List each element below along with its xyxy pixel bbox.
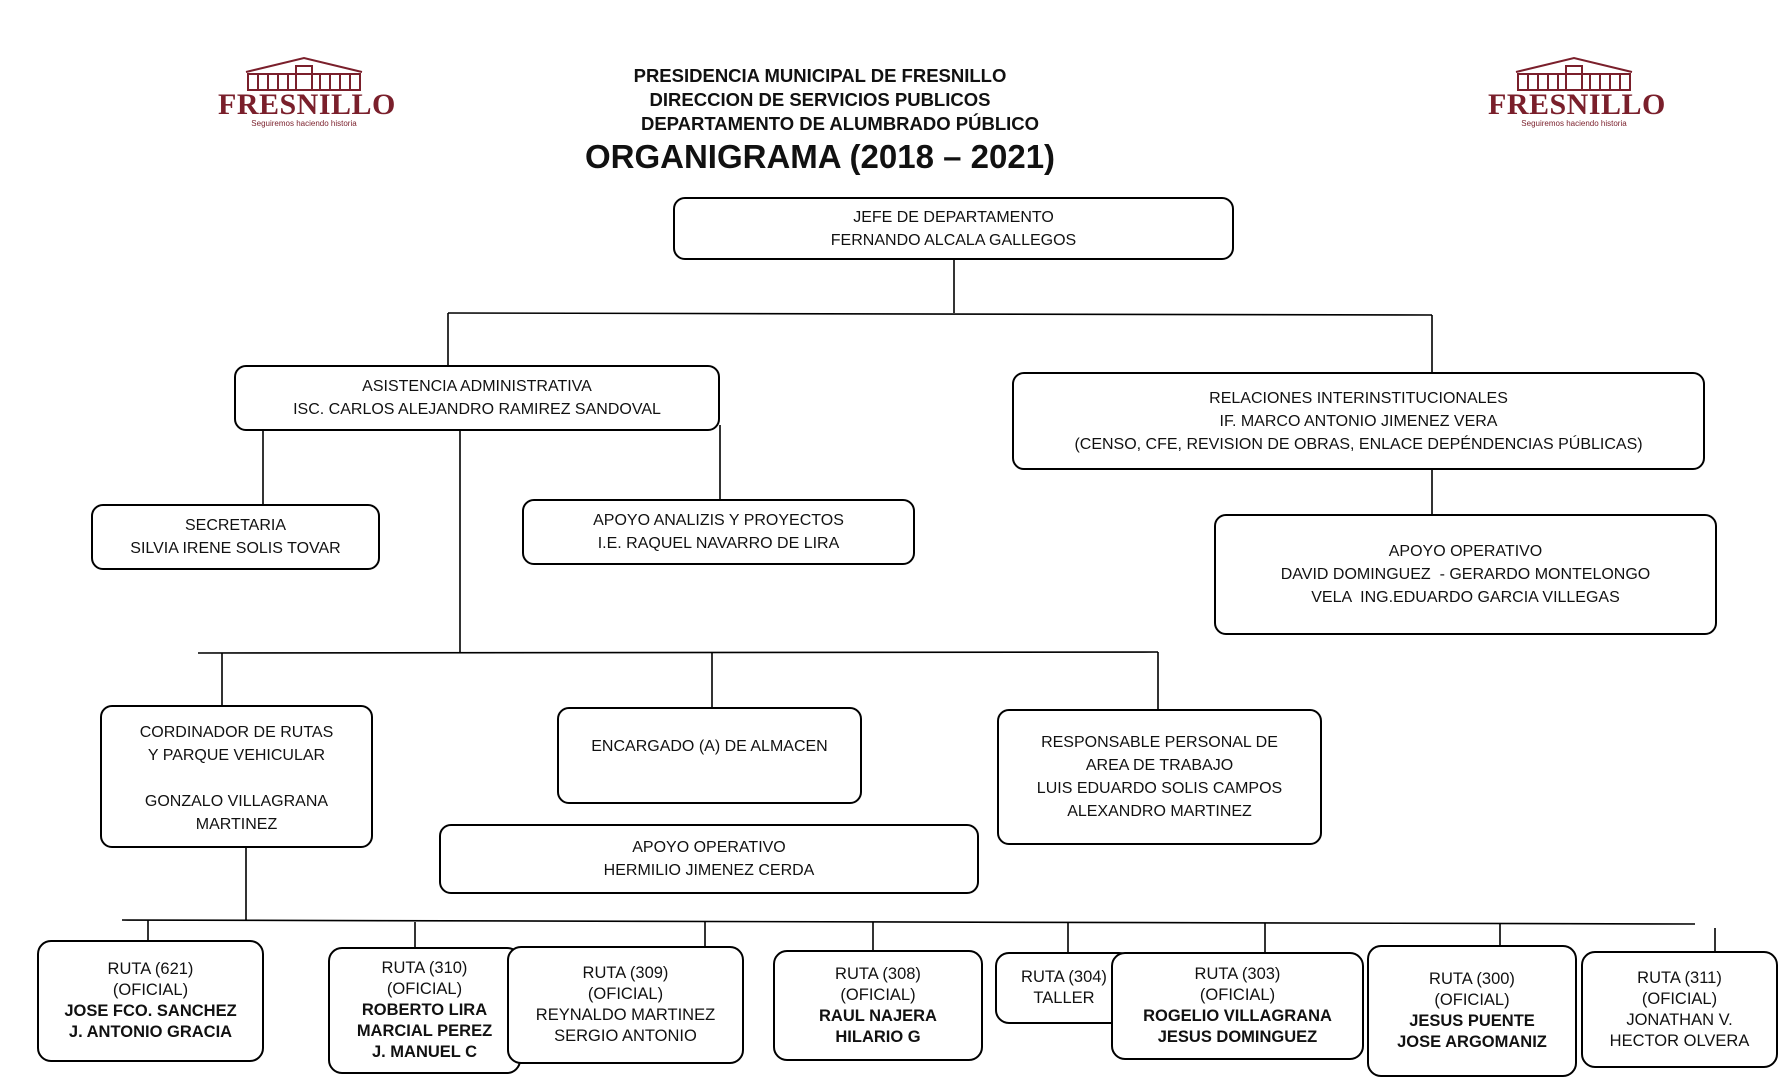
box-ruta-304: RUTA (304) TALLER: [995, 952, 1133, 1024]
box-line: LUIS EDUARDO SOLIS CAMPOS: [1036, 780, 1283, 797]
box-line: (OFICIAL): [386, 980, 463, 998]
box-line: ALEXANDRO MARTINEZ: [1067, 803, 1252, 820]
box-ruta-310: RUTA (310) (OFICIAL) ROBERTO LIRA MARCIA…: [328, 947, 521, 1074]
box-line: DAVID DOMINGUEZ - GERARDO MONTELONGO: [1280, 566, 1651, 583]
box-encargado-almacen: ENCARGADO (A) DE ALMACEN: [557, 707, 862, 804]
box-ruta-309: RUTA (309) (OFICIAL) REYNALDO MARTINEZ S…: [507, 946, 744, 1064]
box-line: (OFICIAL): [587, 985, 664, 1003]
box-line: FERNANDO ALCALA GALLEGOS: [830, 231, 1077, 249]
box-line: HILARIO G: [835, 1027, 921, 1046]
logo-tagline: Seguiremos haciendo historia: [251, 119, 357, 128]
box-line: JONATHAN V.: [1626, 1010, 1733, 1029]
box-line: HECTOR OLVERA: [1609, 1031, 1750, 1050]
building-icon: [245, 56, 363, 91]
box-line: RUTA (311): [1637, 968, 1722, 987]
box-line: (OFICIAL): [1434, 991, 1510, 1009]
box-line: RUTA (300): [1429, 970, 1515, 988]
box-line: (OFICIAL): [840, 985, 916, 1004]
box-line: ROBERTO LIRA: [361, 1001, 488, 1019]
header-line-2: DIRECCION DE SERVICIOS PUBLICOS: [649, 89, 991, 110]
box-ruta-300: RUTA (300) (OFICIAL) JESUS PUENTE JOSE A…: [1367, 945, 1577, 1077]
box-line: J. ANTONIO GRACIA: [68, 1023, 233, 1041]
box-ruta-303: RUTA (303) (OFICIAL) ROGELIO VILLAGRANA …: [1111, 952, 1364, 1060]
box-secretaria: SECRETARIA SILVIA IRENE SOLIS TOVAR: [91, 504, 380, 570]
box-line: (CENSO, CFE, REVISION DE OBRAS, ENLACE D…: [1074, 435, 1643, 453]
box-line: JESUS DOMINGUEZ: [1157, 1028, 1318, 1046]
box-line: RUTA (304): [1021, 968, 1107, 986]
box-line: JEFE DE DEPARTAMENTO: [853, 208, 1054, 226]
box-relaciones-interinstitucionales: RELACIONES INTERINSTITUCIONALES IF. MARC…: [1012, 372, 1705, 470]
box-line: RAUL NAJERA: [819, 1006, 937, 1025]
building-icon: [1515, 56, 1633, 91]
box-line: JOSE ARGOMANIZ: [1397, 1033, 1547, 1051]
header-line-3: DEPARTAMENTO DE ALUMBRADO PÚBLICO: [640, 113, 1040, 134]
box-coordinador-rutas: CORDINADOR DE RUTAS Y PARQUE VEHICULAR G…: [100, 705, 373, 848]
box-line: IF. MARCO ANTONIO JIMENEZ VERA: [1219, 412, 1498, 430]
box-line: MARCIAL PEREZ: [356, 1022, 493, 1040]
fresnillo-logo-left: FRESNILLO Seguiremos haciendo historia: [218, 56, 396, 128]
box-line: Y PARQUE VEHICULAR: [147, 747, 326, 764]
box-line: RESPONSABLE PERSONAL DE: [1041, 734, 1278, 751]
box-line: (OFICIAL): [1641, 989, 1718, 1008]
box-ruta-621: RUTA (621) (OFICIAL) JOSE FCO. SANCHEZ J…: [37, 940, 264, 1062]
box-line: ISC. CARLOS ALEJANDRO RAMIREZ SANDOVAL: [293, 401, 661, 418]
box-line: SILVIA IRENE SOLIS TOVAR: [130, 540, 341, 557]
box-line: HERMILIO JIMENEZ CERDA: [603, 862, 815, 879]
box-asistencia-administrativa: ASISTENCIA ADMINISTRATIVA ISC. CARLOS AL…: [234, 365, 720, 431]
box-apoyo-analisis: APOYO ANALIZIS Y PROYECTOS I.E. RAQUEL N…: [522, 499, 915, 565]
box-line: AREA DE TRABAJO: [1085, 757, 1234, 774]
box-line: ROGELIO VILLAGRANA: [1143, 1007, 1332, 1025]
box-line: RUTA (308): [835, 964, 921, 983]
logo-wordmark: FRESNILLO: [218, 88, 396, 121]
box-line: I.E. RAQUEL NAVARRO DE LIRA: [597, 535, 840, 552]
box-line: SERGIO ANTONIO: [554, 1027, 697, 1045]
box-apoyo-operativo-almacen: APOYO OPERATIVO HERMILIO JIMENEZ CERDA: [439, 824, 979, 894]
logo-tagline: Seguiremos haciendo historia: [1521, 119, 1627, 128]
box-line: (OFICIAL): [1199, 986, 1276, 1004]
box-responsable-personal: RESPONSABLE PERSONAL DE AREA DE TRABAJO …: [997, 709, 1322, 845]
box-line: JESUS PUENTE: [1409, 1012, 1535, 1030]
box-line: APOYO OPERATIVO: [1388, 543, 1543, 560]
box-line: RUTA (310): [381, 959, 468, 977]
header-line-1: PRESIDENCIA MUNICIPAL DE FRESNILLO: [633, 65, 1007, 86]
box-line: ASISTENCIA ADMINISTRATIVA: [362, 378, 592, 395]
box-line: ENCARGADO (A) DE ALMACEN: [591, 738, 828, 755]
box-line: RUTA (303): [1194, 965, 1281, 983]
box-line: REYNALDO MARTINEZ: [535, 1006, 716, 1024]
box-line: RUTA (621): [107, 960, 194, 978]
box-line: (OFICIAL): [112, 981, 189, 999]
box-line: MARTINEZ: [195, 816, 278, 833]
box-line: GONZALO VILLAGRANA: [144, 793, 329, 810]
box-line: RUTA (309): [582, 964, 669, 982]
box-line: CORDINADOR DE RUTAS: [139, 724, 334, 741]
box-line: J. MANUEL C: [371, 1043, 478, 1061]
box-apoyo-operativo-relaciones: APOYO OPERATIVO DAVID DOMINGUEZ - GERARD…: [1214, 514, 1717, 635]
box-line: VELA ING.EDUARDO GARCIA VILLEGAS: [1311, 589, 1620, 606]
box-line: TALLER: [1033, 989, 1095, 1007]
box-line: SECRETARIA: [184, 517, 287, 534]
box-line: JOSE FCO. SANCHEZ: [64, 1002, 237, 1020]
box-line: APOYO ANALIZIS Y PROYECTOS: [593, 512, 844, 529]
fresnillo-logo-right: FRESNILLO Seguiremos haciendo historia: [1488, 56, 1666, 128]
box-line: RELACIONES INTERINSTITUCIONALES: [1209, 389, 1508, 407]
logo-wordmark: FRESNILLO: [1488, 88, 1666, 121]
box-ruta-308: RUTA (308) (OFICIAL) RAUL NAJERA HILARIO…: [773, 950, 983, 1061]
box-line: APOYO OPERATIVO: [632, 839, 786, 856]
box-jefe-departamento: JEFE DE DEPARTAMENTO FERNANDO ALCALA GAL…: [673, 197, 1234, 260]
box-ruta-311: RUTA (311) (OFICIAL) JONATHAN V. HECTOR …: [1581, 951, 1778, 1068]
page-title: ORGANIGRAMA (2018 – 2021): [584, 138, 1056, 175]
